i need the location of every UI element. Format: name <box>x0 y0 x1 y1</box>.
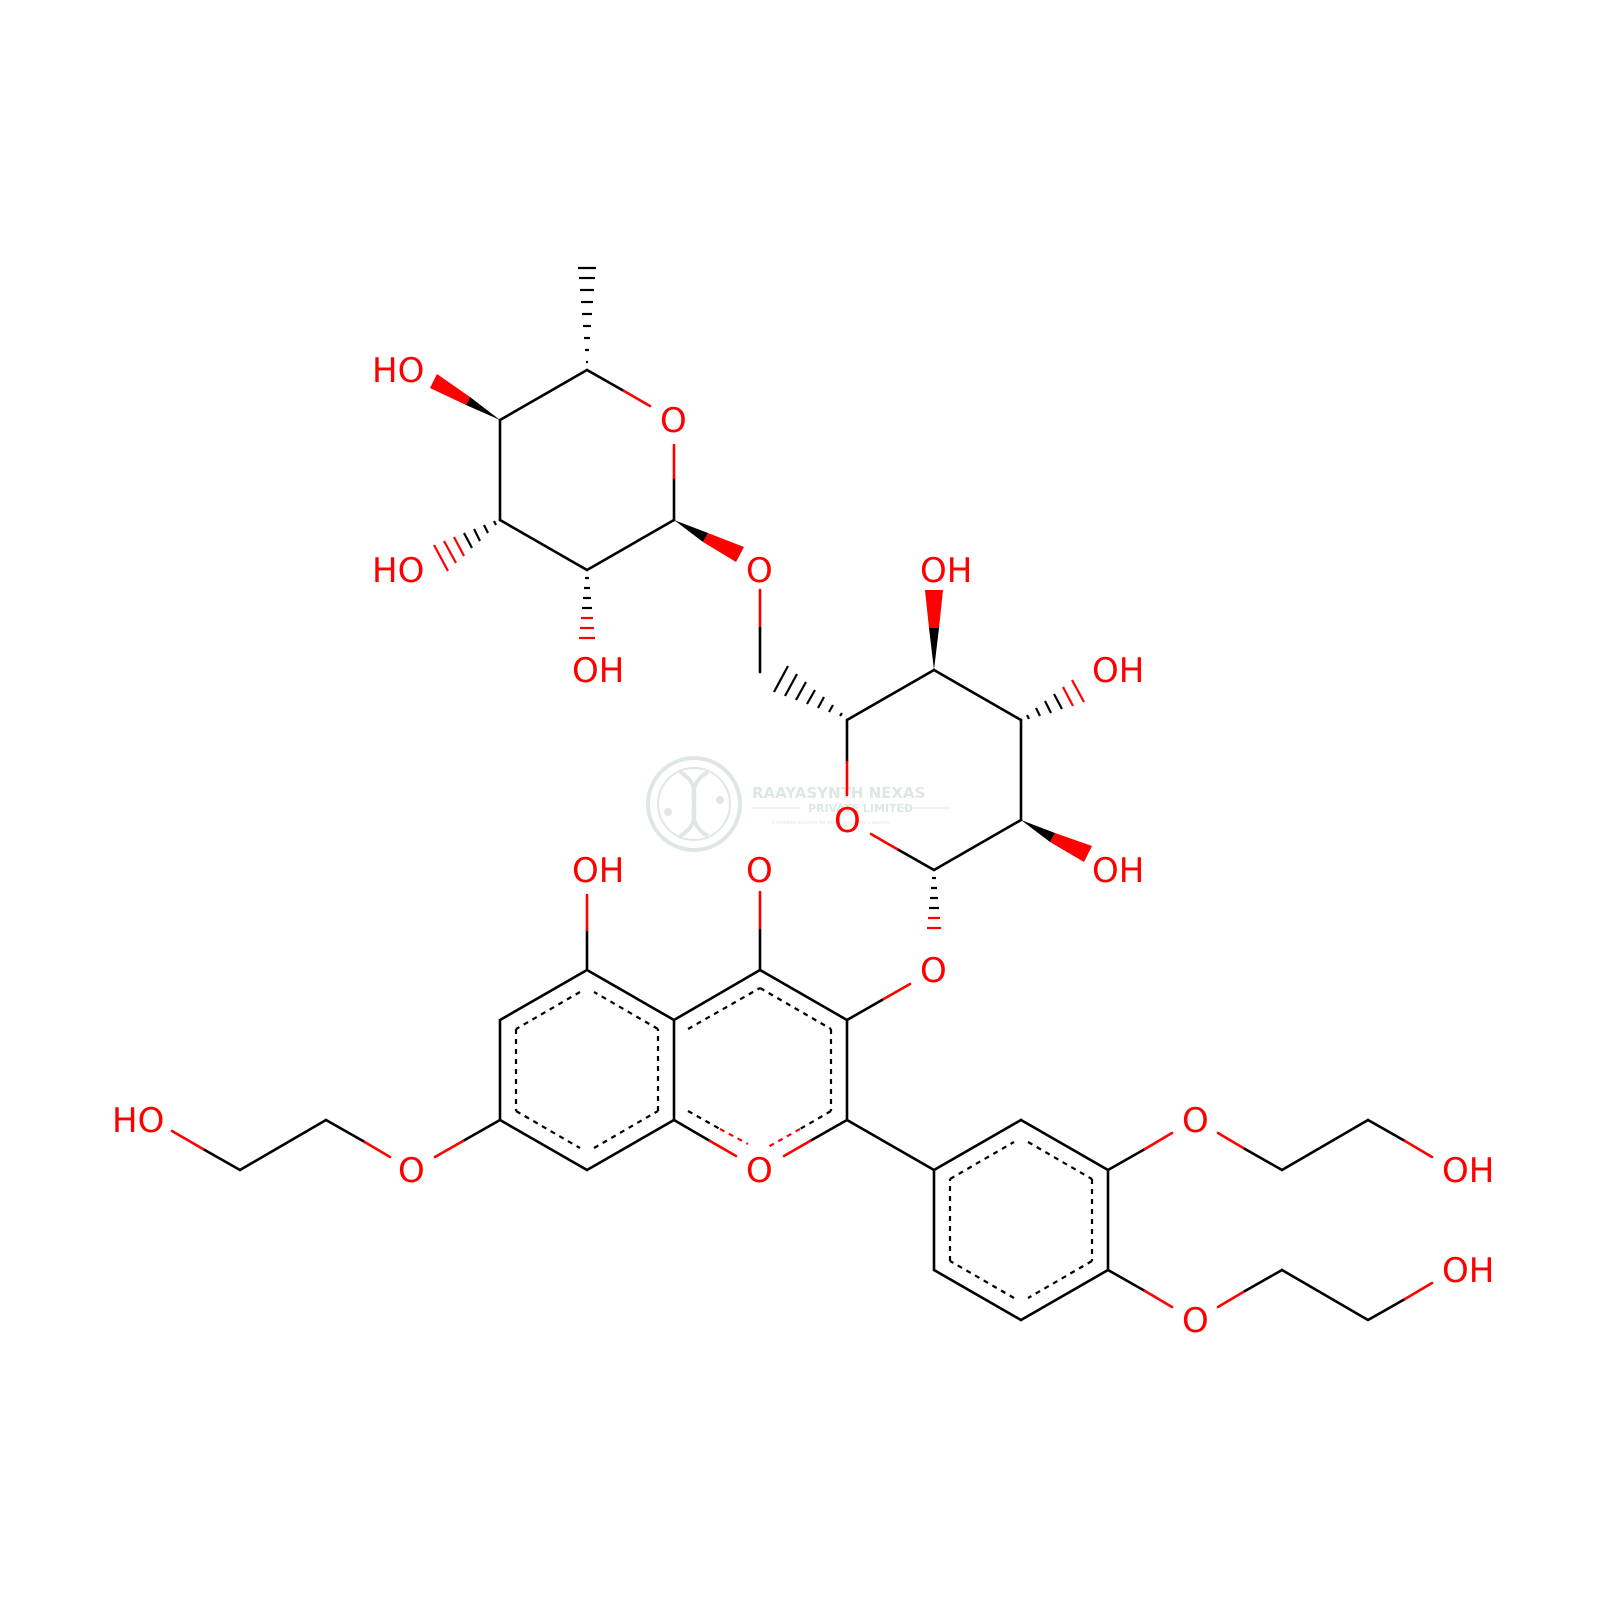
watermark: RAAYASYNTH NEXAS PRIVATE LIMITED Complet… <box>646 756 950 852</box>
atom-label-oh-rha-c3: HO <box>372 551 424 591</box>
stereo-wedges <box>430 374 1092 862</box>
atom-label-o-rha-ring: O <box>660 401 687 441</box>
atom-label-oh-rha-c4: HO <box>372 351 424 391</box>
atom-label-oh-hydroxyethyl-4p: OH <box>1442 1251 1494 1291</box>
atom-label-o-carbonyl: O <box>746 851 773 891</box>
watermark-subtitle: PRIVATE LIMITED <box>808 802 913 815</box>
atom-label-oh-c5: OH <box>572 851 624 891</box>
atom-label-o-glc-ring: O <box>834 801 861 841</box>
atom-label-o-ether-c7: O <box>398 1151 425 1191</box>
atom-label-o-glc-aglycone: O <box>920 951 947 991</box>
atom-label-o-ether-4p: O <box>1182 1301 1209 1341</box>
watermark-name: RAAYASYNTH NEXAS <box>752 784 925 802</box>
watermark-tagline: Complete solution for every molecule's j… <box>772 820 890 826</box>
atom-label-oh-hydroxyethyl-c7: HO <box>112 1101 164 1141</box>
bonds <box>170 368 1434 1322</box>
atom-label-oh-glc-c3: OH <box>1092 651 1144 691</box>
dna-helix-logo-icon <box>646 756 742 852</box>
atom-label-oh-glc-c2: OH <box>1092 851 1144 891</box>
stereo-hashes <box>433 266 1085 930</box>
atom-label-o-glycosidic-link: O <box>746 551 773 591</box>
atom-label-oh-glc-c4: OH <box>920 551 972 591</box>
atom-labels: HO HO OH O O OH OH OH O O OH O O O HO O … <box>112 351 1494 1341</box>
atom-label-oh-rha-c2: OH <box>572 651 624 691</box>
atom-label-o-chromone-ring: O <box>746 1151 773 1191</box>
atom-label-o-ether-3p: O <box>1182 1101 1209 1141</box>
atom-label-oh-hydroxyethyl-3p: OH <box>1442 1151 1494 1191</box>
